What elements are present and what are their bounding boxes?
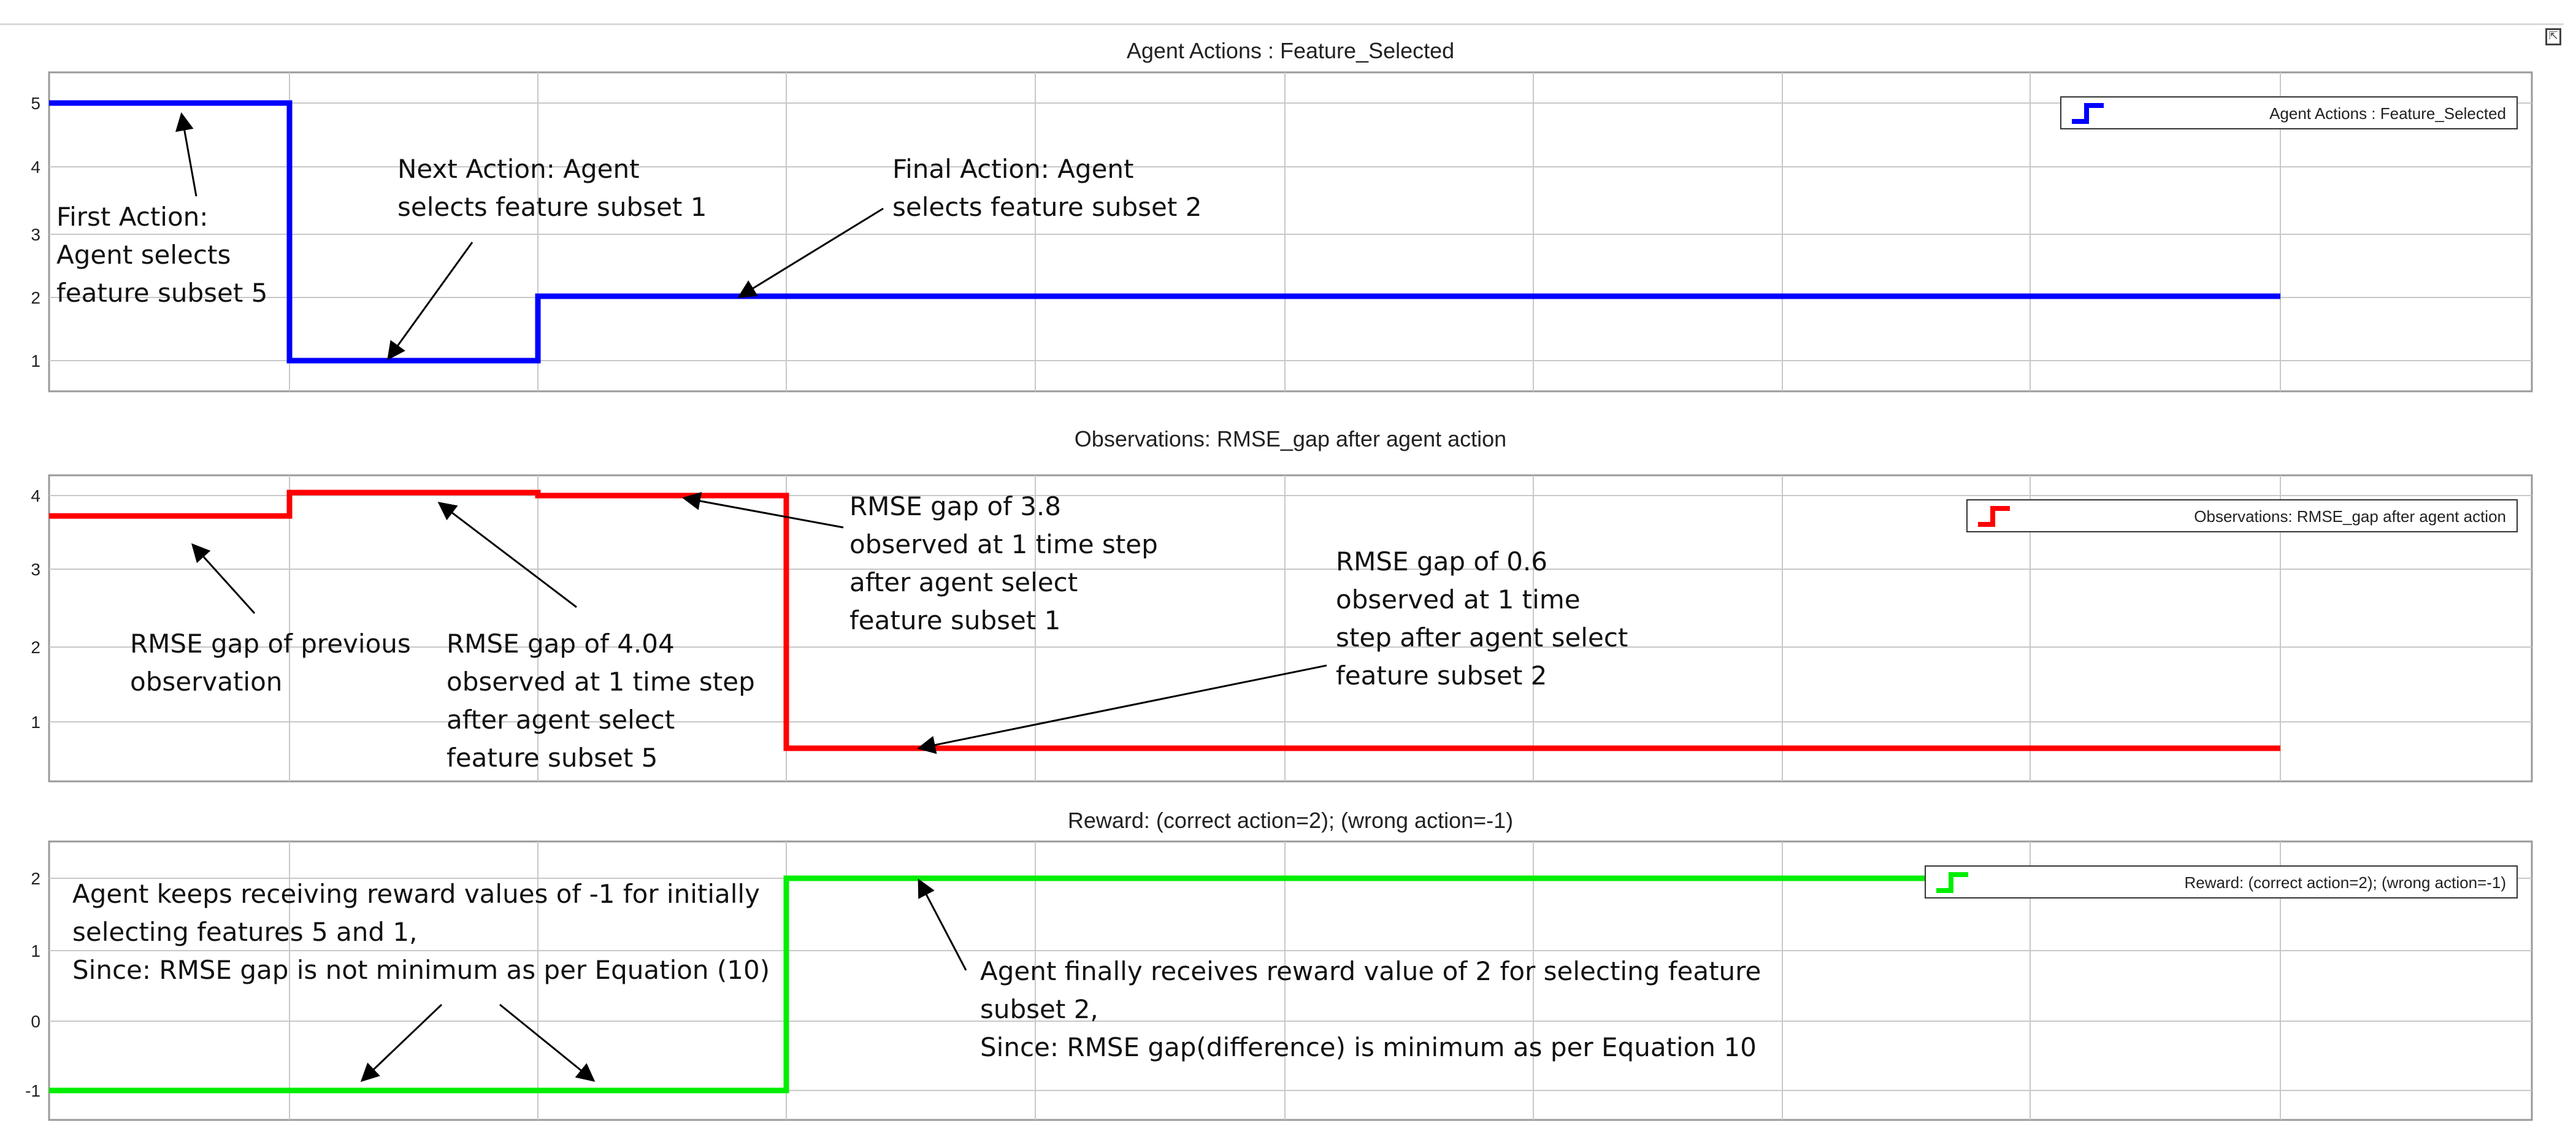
panel-observations: Observations: RMSE_gap after agent actio…: [31, 426, 2533, 783]
legend-swatch: [1978, 506, 2010, 527]
annotation-line: RMSE gap of 4.04: [447, 629, 675, 659]
y-tick-label: 3: [31, 560, 40, 579]
y-tick-label: 5: [31, 94, 40, 113]
annotation-line: observed at 1 time: [1336, 584, 1581, 615]
y-tick-label: -1: [25, 1081, 40, 1100]
annotation-line: subset 2,: [980, 994, 1098, 1024]
series-line: [49, 100, 2280, 364]
legend-box: [1966, 499, 2518, 532]
y-tick-label: 4: [31, 486, 40, 505]
panel-actions: Agent Actions : Feature_Selected 5 4 3 2 1 Age…: [31, 38, 2533, 393]
y-tick-label: 4: [31, 158, 40, 177]
y-tick-label: 2: [31, 869, 40, 888]
annotation-line: observed at 1 time step: [849, 529, 1158, 559]
annotation-line: step after agent select: [1336, 623, 1628, 653]
legend-label: Observations: RMSE_gap after agent actio…: [2194, 507, 2506, 526]
annotation-arrow: [917, 664, 1327, 754]
annotation-line: feature subset 5: [447, 743, 657, 773]
annotation-arrow: [682, 492, 844, 529]
annotation-arrow: [737, 207, 884, 298]
annotation-line: Since: RMSE gap is not minimum as per Eq…: [72, 955, 770, 985]
annotation-line: Agent finally receives reward value of 2…: [980, 956, 1761, 986]
chart-title: Reward: (correct action=2); (wrong actio…: [1068, 808, 1513, 833]
annotation-line: observation: [130, 667, 282, 697]
annotation-text: RMSE gap of 3.8 observed at 1 time step af…: [849, 491, 1158, 635]
annotation-arrow: [175, 112, 197, 197]
chart-title: Observations: RMSE_gap after agent actio…: [1075, 426, 1506, 451]
annotation-arrow: [499, 1003, 596, 1082]
y-tick-label: 3: [31, 225, 40, 244]
annotation-text: Next Action: Agent selects feature subset…: [397, 154, 707, 222]
legend-label: Reward: (correct action=2); (wrong actio…: [2184, 873, 2506, 892]
annotation-arrow: [437, 502, 577, 608]
y-tick-label: 2: [31, 638, 40, 657]
y-tick-label: 2: [31, 288, 40, 307]
legend-swatch: [2072, 103, 2104, 124]
annotation-line: Next Action: Agent: [397, 154, 640, 184]
annotation-line: Final Action: Agent: [892, 154, 1134, 184]
legend-label: Agent Actions : Feature_Selected: [2269, 104, 2506, 123]
annotation-text: RMSE gap of previous observation: [130, 629, 411, 697]
annotation-line: observed at 1 time step: [447, 667, 755, 697]
legend-box: [2060, 96, 2518, 129]
annotation-line: Agent keeps receiving reward values of -…: [72, 879, 760, 909]
panel-reward: Reward: (correct action=2); (wrong actio…: [25, 808, 2533, 1121]
y-tick-label: 1: [31, 713, 40, 732]
annotation-line: after agent select: [447, 705, 675, 735]
annotation-arrow: [387, 242, 473, 361]
series-line: [49, 875, 2280, 1094]
annotation-text: RMSE gap of 0.6 observed at 1 time step af…: [1336, 546, 1628, 691]
annotation-text: Final Action: Agent selects feature subse…: [892, 154, 1202, 222]
top-divider: [0, 23, 2564, 25]
y-tick-label: 0: [31, 1012, 40, 1031]
chart-title: Agent Actions : Feature_Selected: [1127, 38, 1454, 63]
annotation-line: after agent select: [849, 567, 1078, 597]
annotation-line: RMSE gap of 0.6: [1336, 546, 1547, 577]
annotation-line: feature subset 5: [56, 278, 267, 308]
annotation-text: Agent keeps receiving reward values of -…: [72, 879, 770, 985]
y-tick-label: 1: [31, 351, 40, 370]
annotation-line: Agent selects: [56, 240, 231, 270]
annotation-line: Since: RMSE gap(difference) is minimum a…: [980, 1032, 1757, 1062]
series-line: [49, 489, 2280, 751]
annotation-text: Agent finally receives reward value of 2…: [980, 956, 1761, 1062]
annotation-line: First Action:: [56, 202, 208, 232]
annotation-arrow: [918, 878, 967, 971]
annotation-arrow: [360, 1003, 443, 1083]
annotation-arrow: [191, 543, 256, 615]
annotation-line: RMSE gap of 3.8: [849, 491, 1061, 521]
annotation-text: RMSE gap of 4.04 observed at 1 time step a…: [447, 629, 755, 773]
annotation-line: feature subset 1: [849, 605, 1060, 635]
annotation-line: selects feature subset 1: [397, 192, 707, 222]
legend-swatch: [1936, 872, 1968, 893]
legend-box: [1925, 865, 2518, 899]
y-tick-label: 1: [31, 941, 40, 960]
undock-icon[interactable]: ⇱: [2545, 28, 2561, 45]
annotation-line: selecting features 5 and 1,: [72, 917, 417, 947]
annotation-text: First Action: Agent selects feature subset…: [56, 202, 267, 308]
annotation-line: RMSE gap of previous: [130, 629, 411, 659]
annotation-line: feature subset 2: [1336, 661, 1547, 691]
annotation-line: selects feature subset 2: [892, 192, 1202, 222]
